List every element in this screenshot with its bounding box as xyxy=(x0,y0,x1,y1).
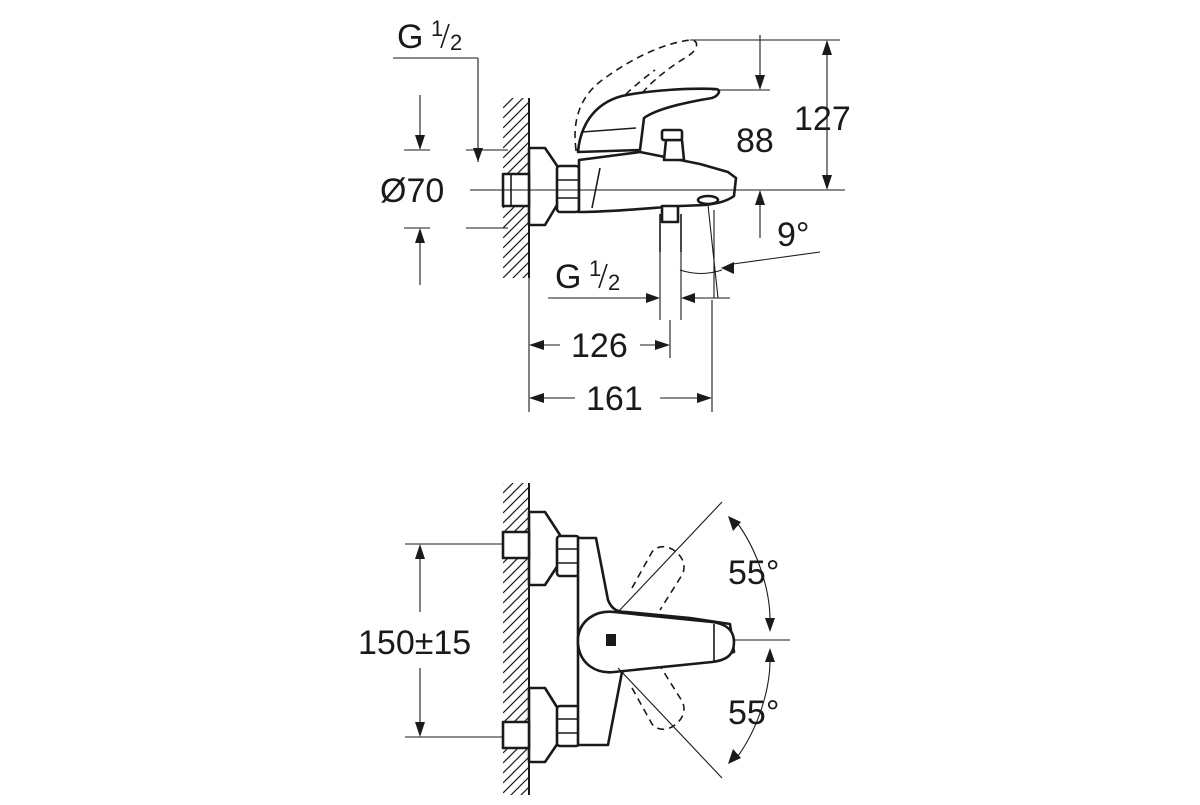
wall-hatch-line xyxy=(503,506,529,534)
wall-hatch-line xyxy=(503,483,524,504)
lever-handle xyxy=(576,87,721,154)
wall-hatch-line xyxy=(503,596,529,624)
wall-hatch-line xyxy=(503,626,529,654)
angle-lower-label: 55° xyxy=(728,694,779,732)
escutcheon-top xyxy=(527,146,562,227)
wall-hatch-line xyxy=(503,111,529,139)
wall-hatch-line xyxy=(503,576,529,604)
lever-right-position xyxy=(631,665,685,731)
connector-nut-upper xyxy=(501,530,531,560)
wall-hatch-line xyxy=(503,211,529,239)
thread-top-base: G xyxy=(397,18,423,56)
hex-nut-lower xyxy=(555,704,581,748)
wall-hatch-line xyxy=(503,636,529,664)
wall-hatch-line xyxy=(503,586,529,614)
wall-hatch-line xyxy=(503,746,529,774)
wall-hatch-line xyxy=(503,121,529,149)
angle-spout-label: 9° xyxy=(777,216,810,254)
wall-hatch-line xyxy=(503,756,529,784)
wall-hatch-line xyxy=(503,251,529,278)
wall-hatch-line xyxy=(503,566,529,594)
wall-hatch-line xyxy=(522,271,529,278)
lever-handle-top xyxy=(576,610,736,674)
thread-bottom-num: 1 xyxy=(589,256,601,281)
wall-hatch-line xyxy=(503,221,529,249)
height-lever-label: 88 xyxy=(736,122,774,160)
lower-outlet xyxy=(660,204,680,224)
lever-open-ghost xyxy=(574,39,698,152)
thread-bottom-base: G xyxy=(555,258,581,296)
wall-hatch-line xyxy=(503,606,529,634)
wall-hatch-line xyxy=(503,766,529,794)
wall-hatch-line xyxy=(503,656,529,684)
angle-upper-label: 55° xyxy=(728,554,779,592)
diameter-label: Ø70 xyxy=(380,172,444,210)
connector-nut-lower xyxy=(501,720,531,750)
wall-hatch-line xyxy=(503,646,529,674)
wall-hatch-line xyxy=(503,556,529,584)
hex-nut-top xyxy=(555,164,581,214)
wall-hatch-line xyxy=(503,98,514,109)
wall-hatch-line xyxy=(503,496,529,524)
wall-hatch-line xyxy=(503,483,504,484)
wall-hatch-line xyxy=(503,616,529,644)
wall-hatch-line xyxy=(503,676,529,704)
thread-label-bottom: G 1 2 xyxy=(555,256,620,296)
escutcheon-upper xyxy=(527,510,562,587)
lever-marker xyxy=(606,634,616,646)
wall-hatch-line xyxy=(520,786,529,795)
side-view: G 1 2 Ø70 127 88 9° G 1 2 126 161 xyxy=(380,16,851,418)
top-view: 150±15 55° 55° xyxy=(358,483,790,795)
escutcheon-lower xyxy=(527,686,562,764)
wall-hatch-line xyxy=(503,666,529,694)
wall-hatch-line xyxy=(503,282,529,308)
wall-hatch-line xyxy=(503,483,514,494)
center-distance-label: 150±15 xyxy=(358,624,471,662)
thread-label-top: G 1 2 xyxy=(397,16,462,56)
wall-hatch-line xyxy=(503,101,529,129)
thread-top-den: 2 xyxy=(450,30,462,55)
lever-left-position xyxy=(631,545,685,611)
wall-hatch-line xyxy=(503,241,529,269)
wall-hatch-line xyxy=(512,261,529,278)
wall-hatch-line xyxy=(503,131,529,159)
wall-hatch-line xyxy=(503,486,529,514)
thread-top-num: 1 xyxy=(431,16,443,41)
hex-nut-upper xyxy=(555,534,581,578)
thread-bottom-den: 2 xyxy=(608,270,620,295)
projection-outlet-label: 126 xyxy=(571,327,628,365)
wall-hatch-line xyxy=(503,696,529,724)
diverter-knob xyxy=(660,128,686,162)
wall-hatch-line xyxy=(503,98,504,99)
wall-hatch-line xyxy=(503,231,529,259)
wall-hatch-line xyxy=(503,141,529,169)
height-total-label: 127 xyxy=(794,100,851,138)
wall-hatch-line xyxy=(503,98,524,119)
projection-total-label: 161 xyxy=(586,380,643,418)
wall-hatch-line xyxy=(503,686,529,714)
wall-hatch-line xyxy=(510,776,529,795)
